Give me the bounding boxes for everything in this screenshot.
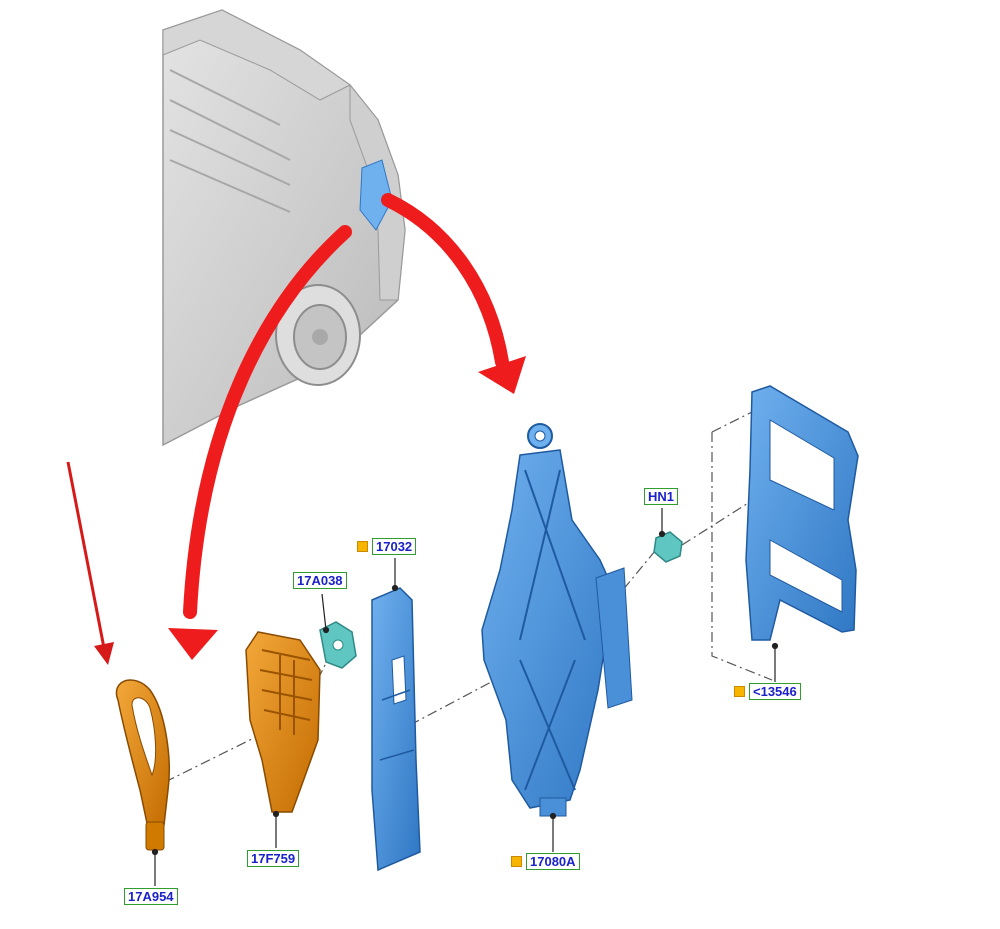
part-label[interactable]: 17032 [372,538,417,555]
part-label[interactable]: <13546 [749,683,801,700]
callout-17032: 17032 [357,538,417,555]
van-body-icon [162,9,406,447]
marker-square [734,686,745,697]
marker-square [511,856,522,867]
callout-17F759: 17F759 [247,850,300,867]
leader-lines [151,508,779,886]
part-label[interactable]: 17A038 [293,572,347,589]
bracket-icon [245,631,321,813]
eye-handle-icon [115,679,170,851]
red-arrow-small [66,461,114,665]
part-label[interactable]: 17F759 [247,850,300,867]
nut-hn1-icon [653,531,683,563]
part-label[interactable]: 17080A [526,853,580,870]
callout-17A954: 17A954 [124,888,178,905]
marker-square [357,541,368,552]
callout-HN1: HN1 [644,488,679,505]
part-label[interactable]: HN1 [644,488,679,505]
wrench-17032-icon [371,587,421,872]
callout-17080A: 17080A [511,853,580,870]
clip-17a038-icon [319,621,357,669]
part-label[interactable]: 17A954 [124,888,178,905]
callout-17A038: 17A038 [293,572,347,589]
jack-icon [481,423,633,817]
red-arrow-right [381,193,526,394]
callout-13546: <13546 [734,683,801,700]
mounting-bracket-icon [745,385,859,641]
red-arrow-left [168,225,352,660]
